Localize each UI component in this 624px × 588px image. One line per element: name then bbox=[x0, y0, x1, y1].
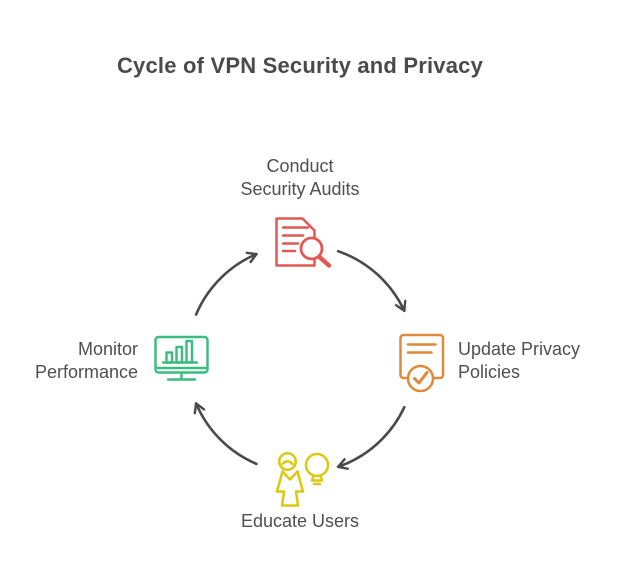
magnifier-lens bbox=[299, 236, 324, 261]
label-line: Monitor bbox=[77, 339, 138, 359]
document-check-icon bbox=[399, 333, 445, 393]
check-circle bbox=[406, 364, 435, 393]
label-line: Educate Users bbox=[240, 511, 360, 531]
node-label-educate-users: Educate Users bbox=[150, 510, 450, 533]
arrow-top-to-right bbox=[336, 249, 407, 313]
cycle-arrows bbox=[193, 249, 407, 470]
label-line: Update Privacy bbox=[458, 339, 581, 359]
chart-bar-tall bbox=[185, 339, 194, 364]
person-collar bbox=[281, 470, 299, 481]
person-balloon-icon bbox=[275, 452, 330, 507]
node-label-monitor-performance: Monitor Performance bbox=[0, 338, 138, 384]
person-head bbox=[278, 452, 297, 471]
node-label-update-privacy-policies: Update Privacy Policies bbox=[458, 338, 580, 384]
label-line: Policies bbox=[458, 362, 521, 382]
arrow-left-to-top bbox=[194, 251, 258, 316]
label-line: Performance bbox=[34, 362, 138, 382]
node-label-conduct-security-audits: Conduct Security Audits bbox=[150, 155, 450, 201]
diagram-title: Cycle of VPN Security and Privacy bbox=[116, 53, 484, 78]
balloon bbox=[304, 452, 330, 478]
arrow-right-to-bottom bbox=[336, 405, 406, 470]
magnifier-handle bbox=[317, 254, 332, 268]
chart-bar-small bbox=[165, 351, 174, 364]
document-search-icon bbox=[275, 217, 332, 268]
balloon-tail bbox=[310, 474, 324, 482]
monitor-bar-chart-icon bbox=[154, 335, 209, 381]
person-face bbox=[281, 460, 294, 466]
arrow-bottom-to-left bbox=[193, 402, 258, 466]
label-line: Security Audits bbox=[240, 179, 360, 199]
label-line: Conduct bbox=[266, 156, 334, 176]
check-mark bbox=[413, 371, 429, 385]
person-body bbox=[275, 470, 305, 507]
chart-bar-medium bbox=[175, 345, 184, 364]
